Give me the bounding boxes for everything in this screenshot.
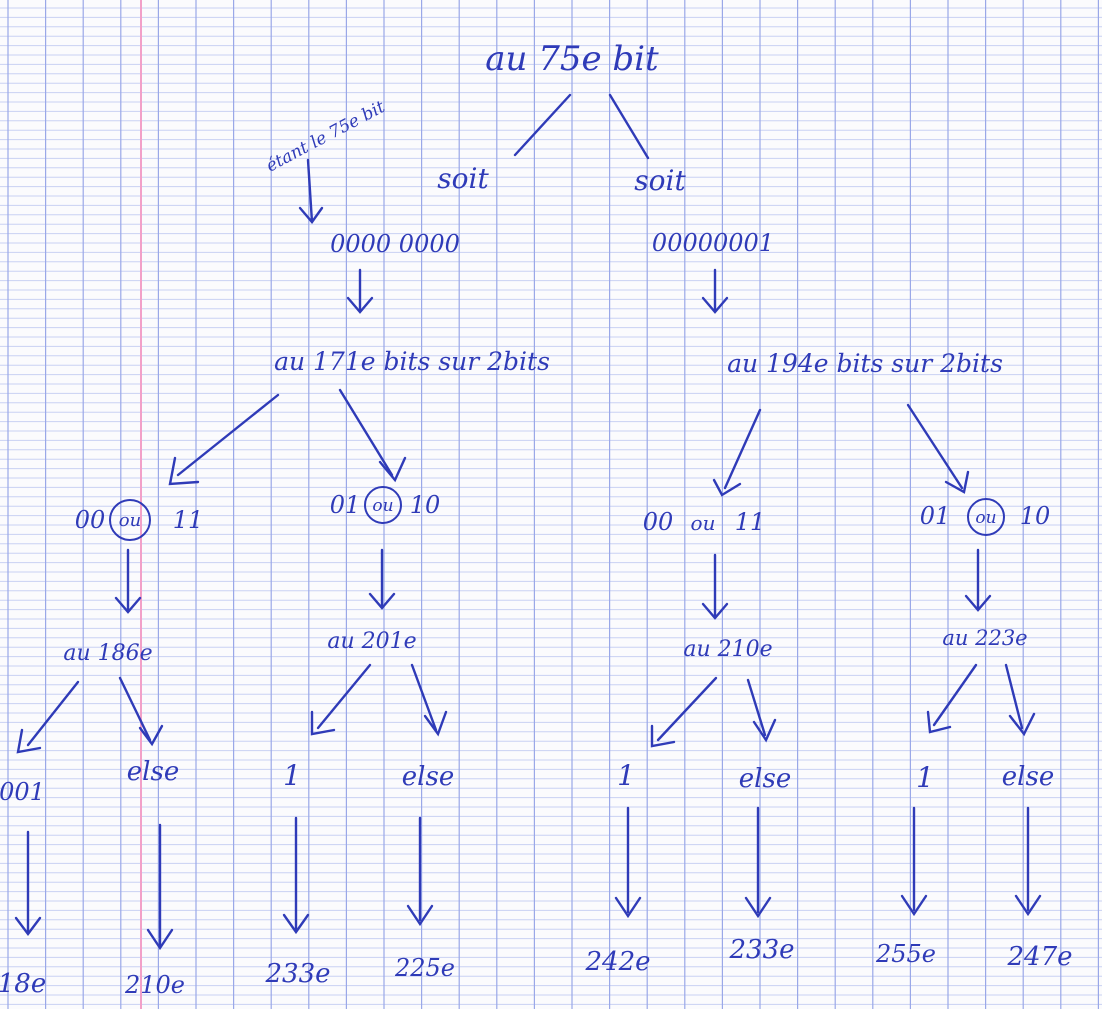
edge-171-right [338,388,394,477]
edge-210-right [746,678,767,737]
arrow-head [423,710,448,737]
edge-223-right [1004,663,1024,730]
ou-circle [109,499,151,541]
arrow-head [138,724,164,747]
note-arrow-head [298,206,324,224]
edge-186-right [118,676,152,742]
edge-171-left [176,393,280,477]
node-210: au 210e [683,637,772,662]
arrow-head [1008,712,1036,737]
choice-right: 10 [1020,502,1051,530]
choice-left: 00 [643,508,674,536]
choice-ou: ou [691,511,716,535]
leaf-result: 210e [124,971,185,999]
arrow-head [900,894,928,917]
arrow-head [701,602,729,620]
leaf-result: 233e [264,959,330,989]
tree-edges [14,93,1042,951]
choice-left: 01 [920,502,951,530]
arrow-head [650,724,676,748]
choice-ou: ou [372,496,393,516]
leaf-result: 225e [394,954,455,982]
leaf-result: 18e [0,969,46,999]
tree-labels: au 75e bit étant le 75e bit soit soit 00… [0,39,1073,999]
choice-right: 10 [410,491,441,519]
leaf-label: 1 [916,761,934,794]
leaf-label: 1 [283,759,301,792]
node-201: au 201e [327,629,416,654]
branch-left: soit [437,162,489,195]
edge-root-right [608,93,650,160]
edge-201-left [316,663,372,730]
arrow-head [310,710,336,736]
root-note: étant le 75e bit [263,97,389,176]
arrow-head [114,596,142,614]
edge-201-right [410,663,438,732]
edge-root-left [513,93,572,157]
leaf-label: 1 [617,759,635,792]
choice-171-left: 00 ou 11 [75,506,204,534]
arrow-head [378,456,407,483]
choice-right: 11 [173,506,204,534]
arrow-head [168,456,200,486]
edge-194-right [906,403,964,490]
edge-194-left [723,408,762,490]
node-171: au 171e bits sur 2bits [274,347,550,376]
arrow-head [368,592,396,610]
leaf-result: 255e [875,940,936,968]
node-194: au 194e bits sur 2bits [727,349,1003,378]
leaf-label: else [739,764,791,794]
arrow-head [1014,894,1042,917]
choice-left: 01 [330,491,361,519]
choice-ou: ou [119,510,141,531]
choice-194-left: 00 ou 11 [643,508,766,536]
value-right: 00000001 [652,229,774,257]
leaf-label: else [127,757,179,787]
choice-left: 00 [75,506,106,534]
leaf-label: 001 [0,778,45,806]
choice-194-right: 01 ou 10 [920,502,1051,530]
leaf-result: 247e [1006,942,1072,972]
arrow-head [16,728,42,754]
node-223: au 223e [942,626,1027,650]
arrow-head [282,913,310,935]
arrow-head [926,710,952,734]
arrow-head [406,904,434,927]
leaf-result: 233e [728,935,794,965]
leaf-label: else [402,762,454,792]
arrow-head [752,718,777,743]
leaf-result: 242e [584,947,650,977]
choice-ou: ou [975,508,996,528]
root-node: au 75e bit [485,39,659,79]
edge-223-left [932,663,978,727]
value-left: 0000 0000 [330,230,460,258]
note-arrow [306,158,314,224]
ou-circle [967,498,1005,536]
node-186: au 186e [63,641,152,666]
choice-171-right: 01 ou 10 [330,491,441,519]
arrow-head [14,916,42,936]
arrow-head [146,928,174,951]
edge-210-left [656,676,718,742]
arrow-head [346,296,374,314]
arrow-head [944,470,970,494]
arrow-head [701,296,729,314]
edge-186-left [26,680,80,747]
arrow-head [614,896,642,919]
arrow-head [744,896,772,919]
arrow-head [964,594,992,612]
choice-right: 11 [735,508,766,536]
leaf-label: else [1002,762,1054,792]
ou-circle [364,486,402,524]
arrow-head [712,478,742,497]
branch-right: soit [634,164,686,197]
